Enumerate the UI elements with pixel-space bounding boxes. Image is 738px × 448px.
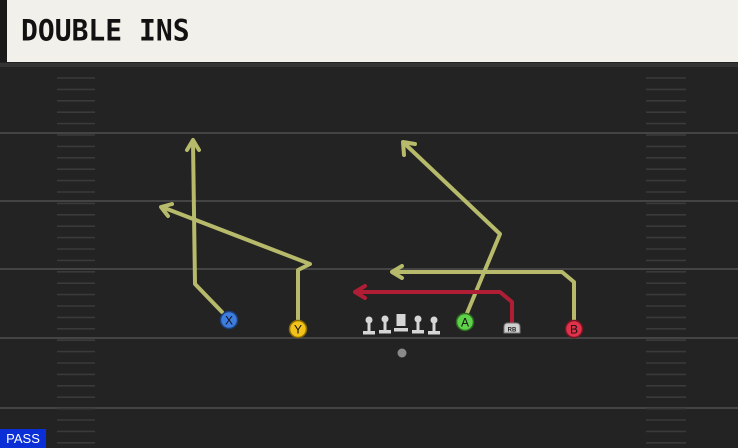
arrowhead-x (185, 138, 201, 152)
b-button-icon (564, 319, 584, 339)
arrowhead-rb (353, 284, 367, 300)
play-title-bar: DOUBLE INS (0, 0, 738, 62)
route-rb (354, 290, 514, 324)
running-back-label: RB (508, 328, 517, 334)
arrowhead-b (390, 264, 404, 280)
play-field: X Y A B RB (0, 62, 738, 448)
receiver-y[interactable]: Y (288, 319, 308, 339)
routes (159, 138, 576, 324)
quarterback-dot-icon (397, 348, 407, 358)
lineman-icon (363, 316, 375, 335)
receiver-a-label: A (461, 316, 469, 330)
play-diagram: X Y A B RB (0, 63, 738, 444)
running-back-icon (503, 322, 521, 334)
hash-marks (57, 77, 686, 444)
play-title: DOUBLE INS (21, 13, 190, 48)
x-button-icon (219, 310, 239, 330)
play-type-badge: PASS (0, 429, 46, 448)
receiver-x-label: X (225, 314, 233, 328)
receiver-b[interactable]: B (564, 319, 584, 339)
y-button-icon (288, 319, 308, 339)
lineman-icon (412, 315, 424, 334)
lineman-icon (379, 315, 391, 334)
running-back[interactable]: RB (503, 322, 521, 334)
lineman-icon (428, 316, 440, 335)
center-icon (394, 314, 408, 332)
route-x (191, 140, 224, 314)
offensive-line (363, 314, 440, 335)
arrowhead-y (159, 202, 174, 218)
a-button-icon (455, 312, 475, 332)
receiver-a[interactable]: A (455, 312, 475, 332)
yard-lines (0, 63, 738, 409)
route-y (160, 205, 312, 322)
receiver-b-label: B (570, 323, 578, 337)
arrowhead-a (401, 140, 417, 157)
receiver-y-label: Y (294, 323, 302, 337)
receiver-x[interactable]: X (219, 310, 239, 330)
route-b (391, 270, 576, 322)
